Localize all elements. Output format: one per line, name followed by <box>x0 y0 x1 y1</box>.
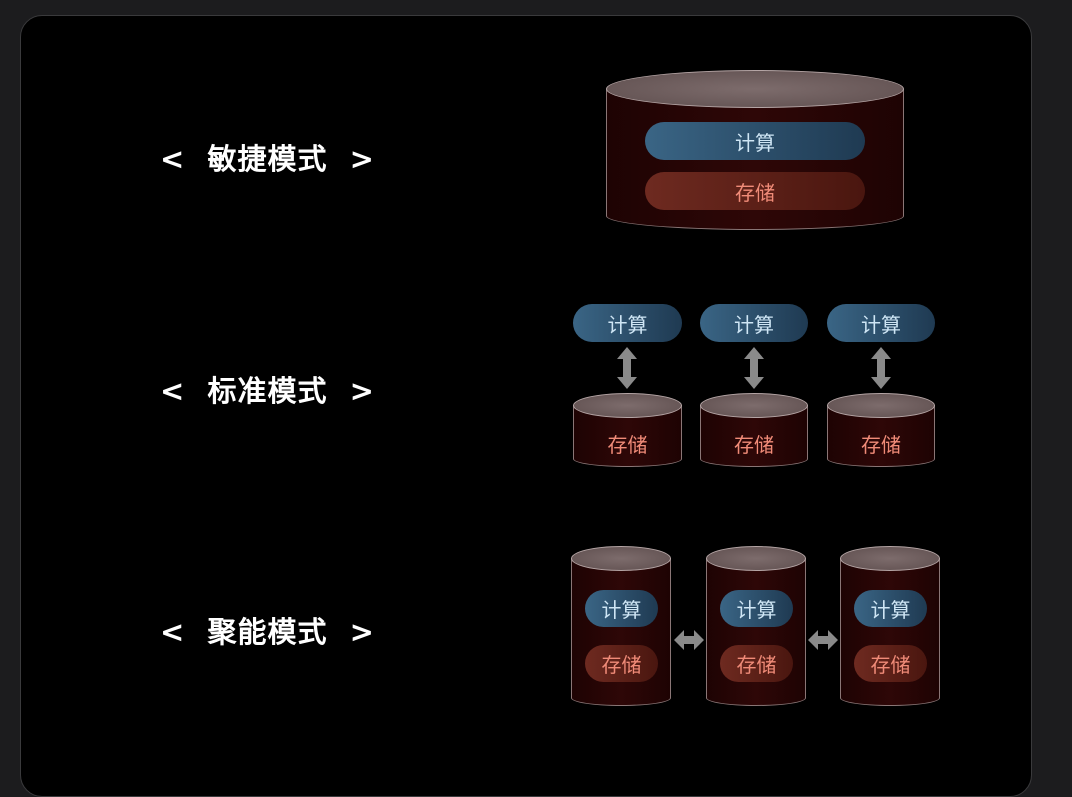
standard-storage-cylinder: 存储 <box>700 393 808 467</box>
horizontal-arrow-icon <box>808 630 838 650</box>
mode-label-standard: < 标准模式 > <box>160 374 375 408</box>
mode-label-converged: < 聚能模式 > <box>160 615 375 649</box>
agile-storage-pill: 存储 <box>645 172 865 210</box>
converged-storage-pill: 存储 <box>585 645 658 682</box>
mode-label-agile: < 敏捷模式 > <box>160 142 375 176</box>
converged-cylinder: 计算 存储 <box>706 546 806 706</box>
vertical-arrow-icon <box>744 347 764 389</box>
converged-compute-pill: 计算 <box>720 590 793 627</box>
storage-label: 存储 <box>734 433 774 457</box>
vertical-arrow-icon <box>871 347 891 389</box>
converged-compute-pill: 计算 <box>585 590 658 627</box>
converged-cylinder: 计算 存储 <box>840 546 940 706</box>
vertical-arrow-icon <box>617 347 637 389</box>
storage-label: 存储 <box>861 433 901 457</box>
standard-compute-pill: 计算 <box>573 304 682 342</box>
converged-cylinder: 计算 存储 <box>571 546 671 706</box>
storage-label: 存储 <box>607 433 648 457</box>
standard-compute-pill: 计算 <box>700 304 808 342</box>
standard-storage-cylinder: 存储 <box>827 393 935 467</box>
converged-compute-pill: 计算 <box>854 590 927 627</box>
horizontal-arrow-icon <box>674 630 704 650</box>
standard-compute-pill: 计算 <box>827 304 935 342</box>
converged-storage-pill: 存储 <box>720 645 793 682</box>
agile-compute-pill: 计算 <box>645 122 865 160</box>
standard-storage-cylinder: 存储 <box>573 393 682 467</box>
converged-storage-pill: 存储 <box>854 645 927 682</box>
